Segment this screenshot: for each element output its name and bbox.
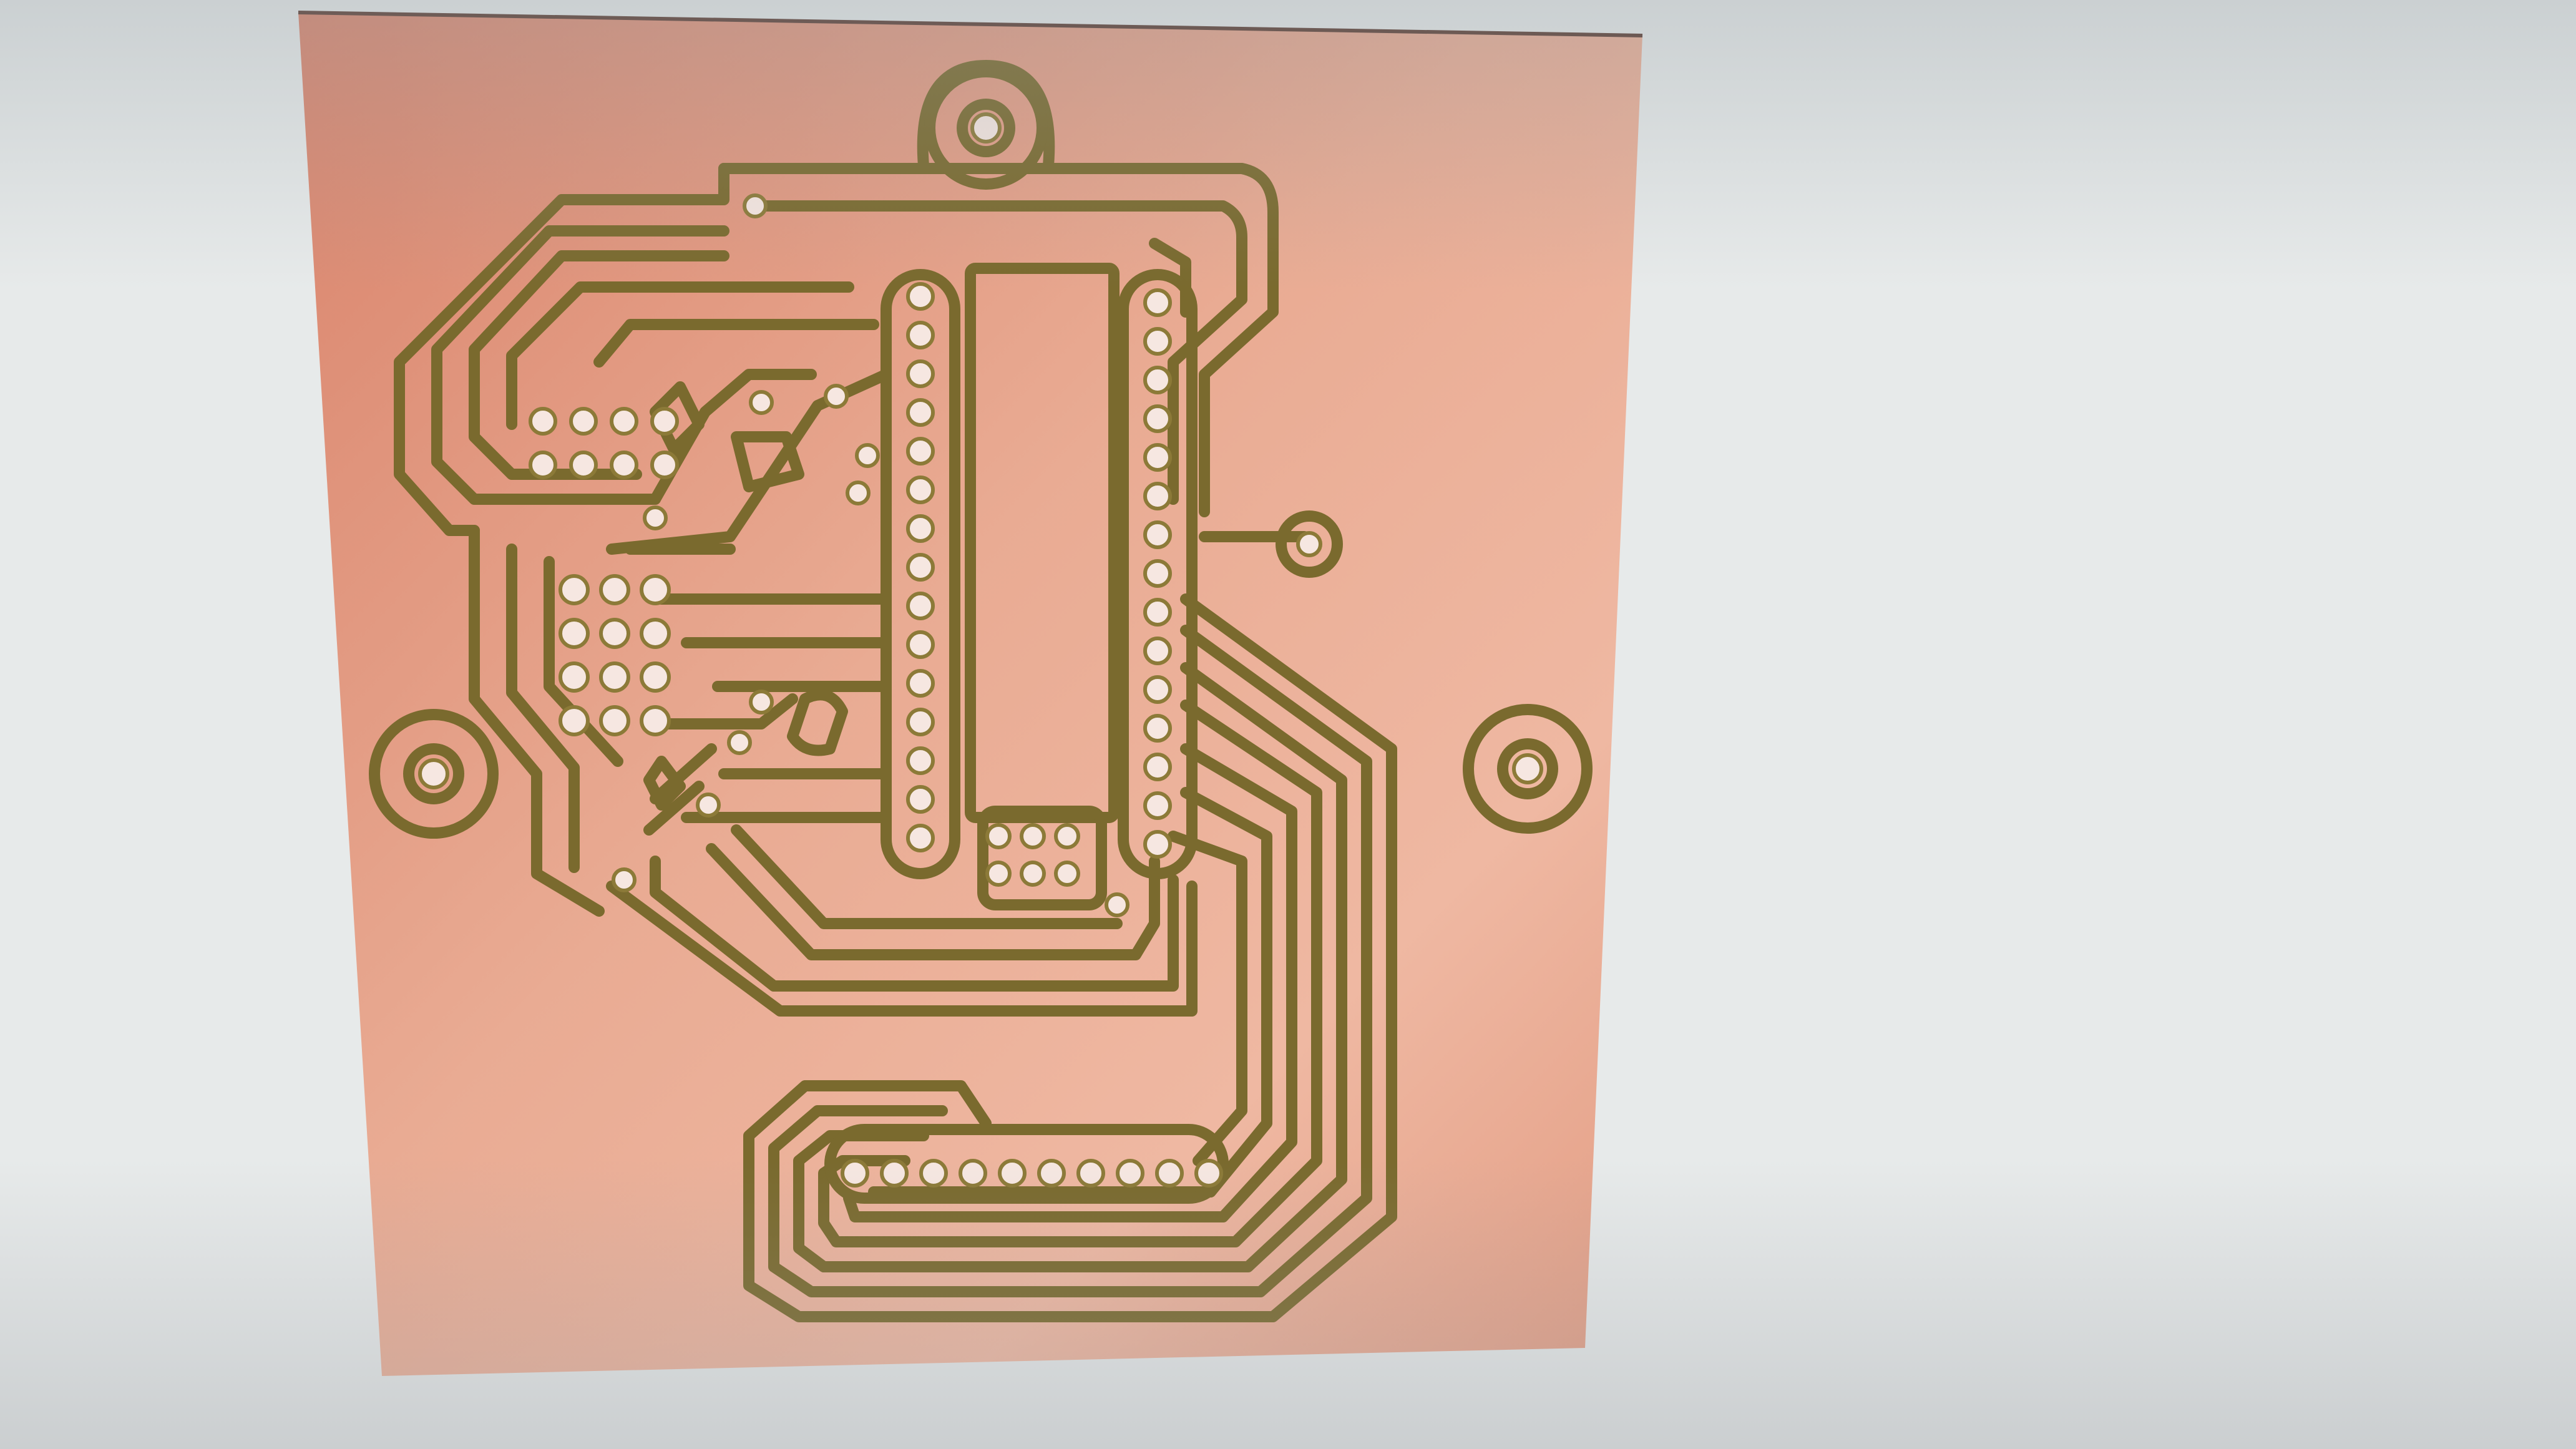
via-hole (643, 505, 668, 530)
connector-pin (640, 618, 671, 649)
connector-pin (599, 618, 630, 649)
via-hole (824, 384, 849, 409)
connector-pin (559, 661, 590, 693)
header-pin (1037, 1159, 1066, 1188)
connector-pin (640, 661, 671, 693)
via-hole (612, 867, 637, 892)
header-pin (1076, 1159, 1105, 1188)
header-pin (1116, 1159, 1144, 1188)
connector-pin (599, 661, 630, 693)
via-hole (985, 861, 1012, 887)
test-pad (1296, 531, 1322, 557)
ic-pin-left (906, 669, 935, 698)
ic-pin-right (1143, 830, 1172, 859)
ic-pin-right (1143, 288, 1172, 317)
connector-pin (529, 407, 557, 436)
connector-pin (559, 618, 590, 649)
ic-pin-right (1143, 520, 1172, 549)
ic-pin-left (906, 398, 935, 427)
ic-pin-left (906, 282, 935, 311)
connector-pin (640, 574, 671, 605)
ic-pin-right (1143, 675, 1172, 704)
ic-pin-left (906, 514, 935, 543)
ic-pin-left (906, 321, 935, 349)
connector-pin (569, 407, 598, 436)
pin-header[interactable] (824, 1124, 1229, 1204)
connector-pin (650, 451, 679, 479)
connector-pin (529, 451, 557, 479)
pcb-board[interactable] (298, 11, 1643, 1376)
via-hole (846, 481, 871, 505)
ic-pin-left (906, 359, 935, 388)
via-hole (1020, 861, 1046, 887)
ic-pin-left (906, 630, 935, 659)
via-hole (1054, 823, 1080, 849)
ic-pin-right (1143, 443, 1172, 472)
header-pin (880, 1159, 909, 1188)
header-pin (1155, 1159, 1184, 1188)
ic-pin-right (1143, 559, 1172, 588)
connector-pin (559, 574, 590, 605)
connector-pin (569, 451, 598, 479)
via-hole (1054, 861, 1080, 887)
mounting-hole (1512, 753, 1543, 784)
via-hole (749, 390, 774, 415)
connector-pin (599, 574, 630, 605)
connector-pin (559, 705, 590, 736)
ic-pin-right (1143, 482, 1172, 510)
ic-pin-left (906, 437, 935, 466)
ic-pin-right (1143, 366, 1172, 394)
connector-pin (599, 705, 630, 736)
ic-pin-right (1143, 637, 1172, 665)
ic-pin-right (1143, 753, 1172, 781)
header-pin (919, 1159, 948, 1188)
drill-holes (418, 112, 1543, 1188)
connector-pin (610, 451, 638, 479)
via-hole (743, 193, 768, 218)
ic-pin-left (906, 746, 935, 775)
ic-pin-right (1143, 327, 1172, 356)
ic-pin-right (1143, 598, 1172, 627)
ic-pin-right (1143, 791, 1172, 820)
ic-pin-left (906, 824, 935, 852)
ic-pin-left (906, 592, 935, 620)
ic-pin-left (906, 785, 935, 814)
mounting-hole (418, 758, 449, 789)
ic-pin-left (906, 553, 935, 582)
via-hole (727, 730, 752, 755)
via-hole (749, 690, 774, 715)
ic-pin-left (906, 476, 935, 504)
mounting-hole (970, 112, 1002, 144)
header-pin (1194, 1159, 1223, 1188)
via-hole (696, 793, 721, 817)
via-hole (985, 823, 1012, 849)
ic-pin-left (906, 708, 935, 736)
via-hole (1020, 823, 1046, 849)
header-pin (959, 1159, 987, 1188)
header-pin (841, 1159, 869, 1188)
ic-socket[interactable] (881, 263, 1198, 910)
via-hole (1105, 892, 1129, 917)
connector-pin (610, 407, 638, 436)
header-pin (998, 1159, 1027, 1188)
via-hole (855, 443, 880, 468)
connector-pin (640, 705, 671, 736)
ic-pin-right (1143, 714, 1172, 743)
connector-pin (650, 407, 679, 436)
ic-pin-right (1143, 404, 1172, 433)
